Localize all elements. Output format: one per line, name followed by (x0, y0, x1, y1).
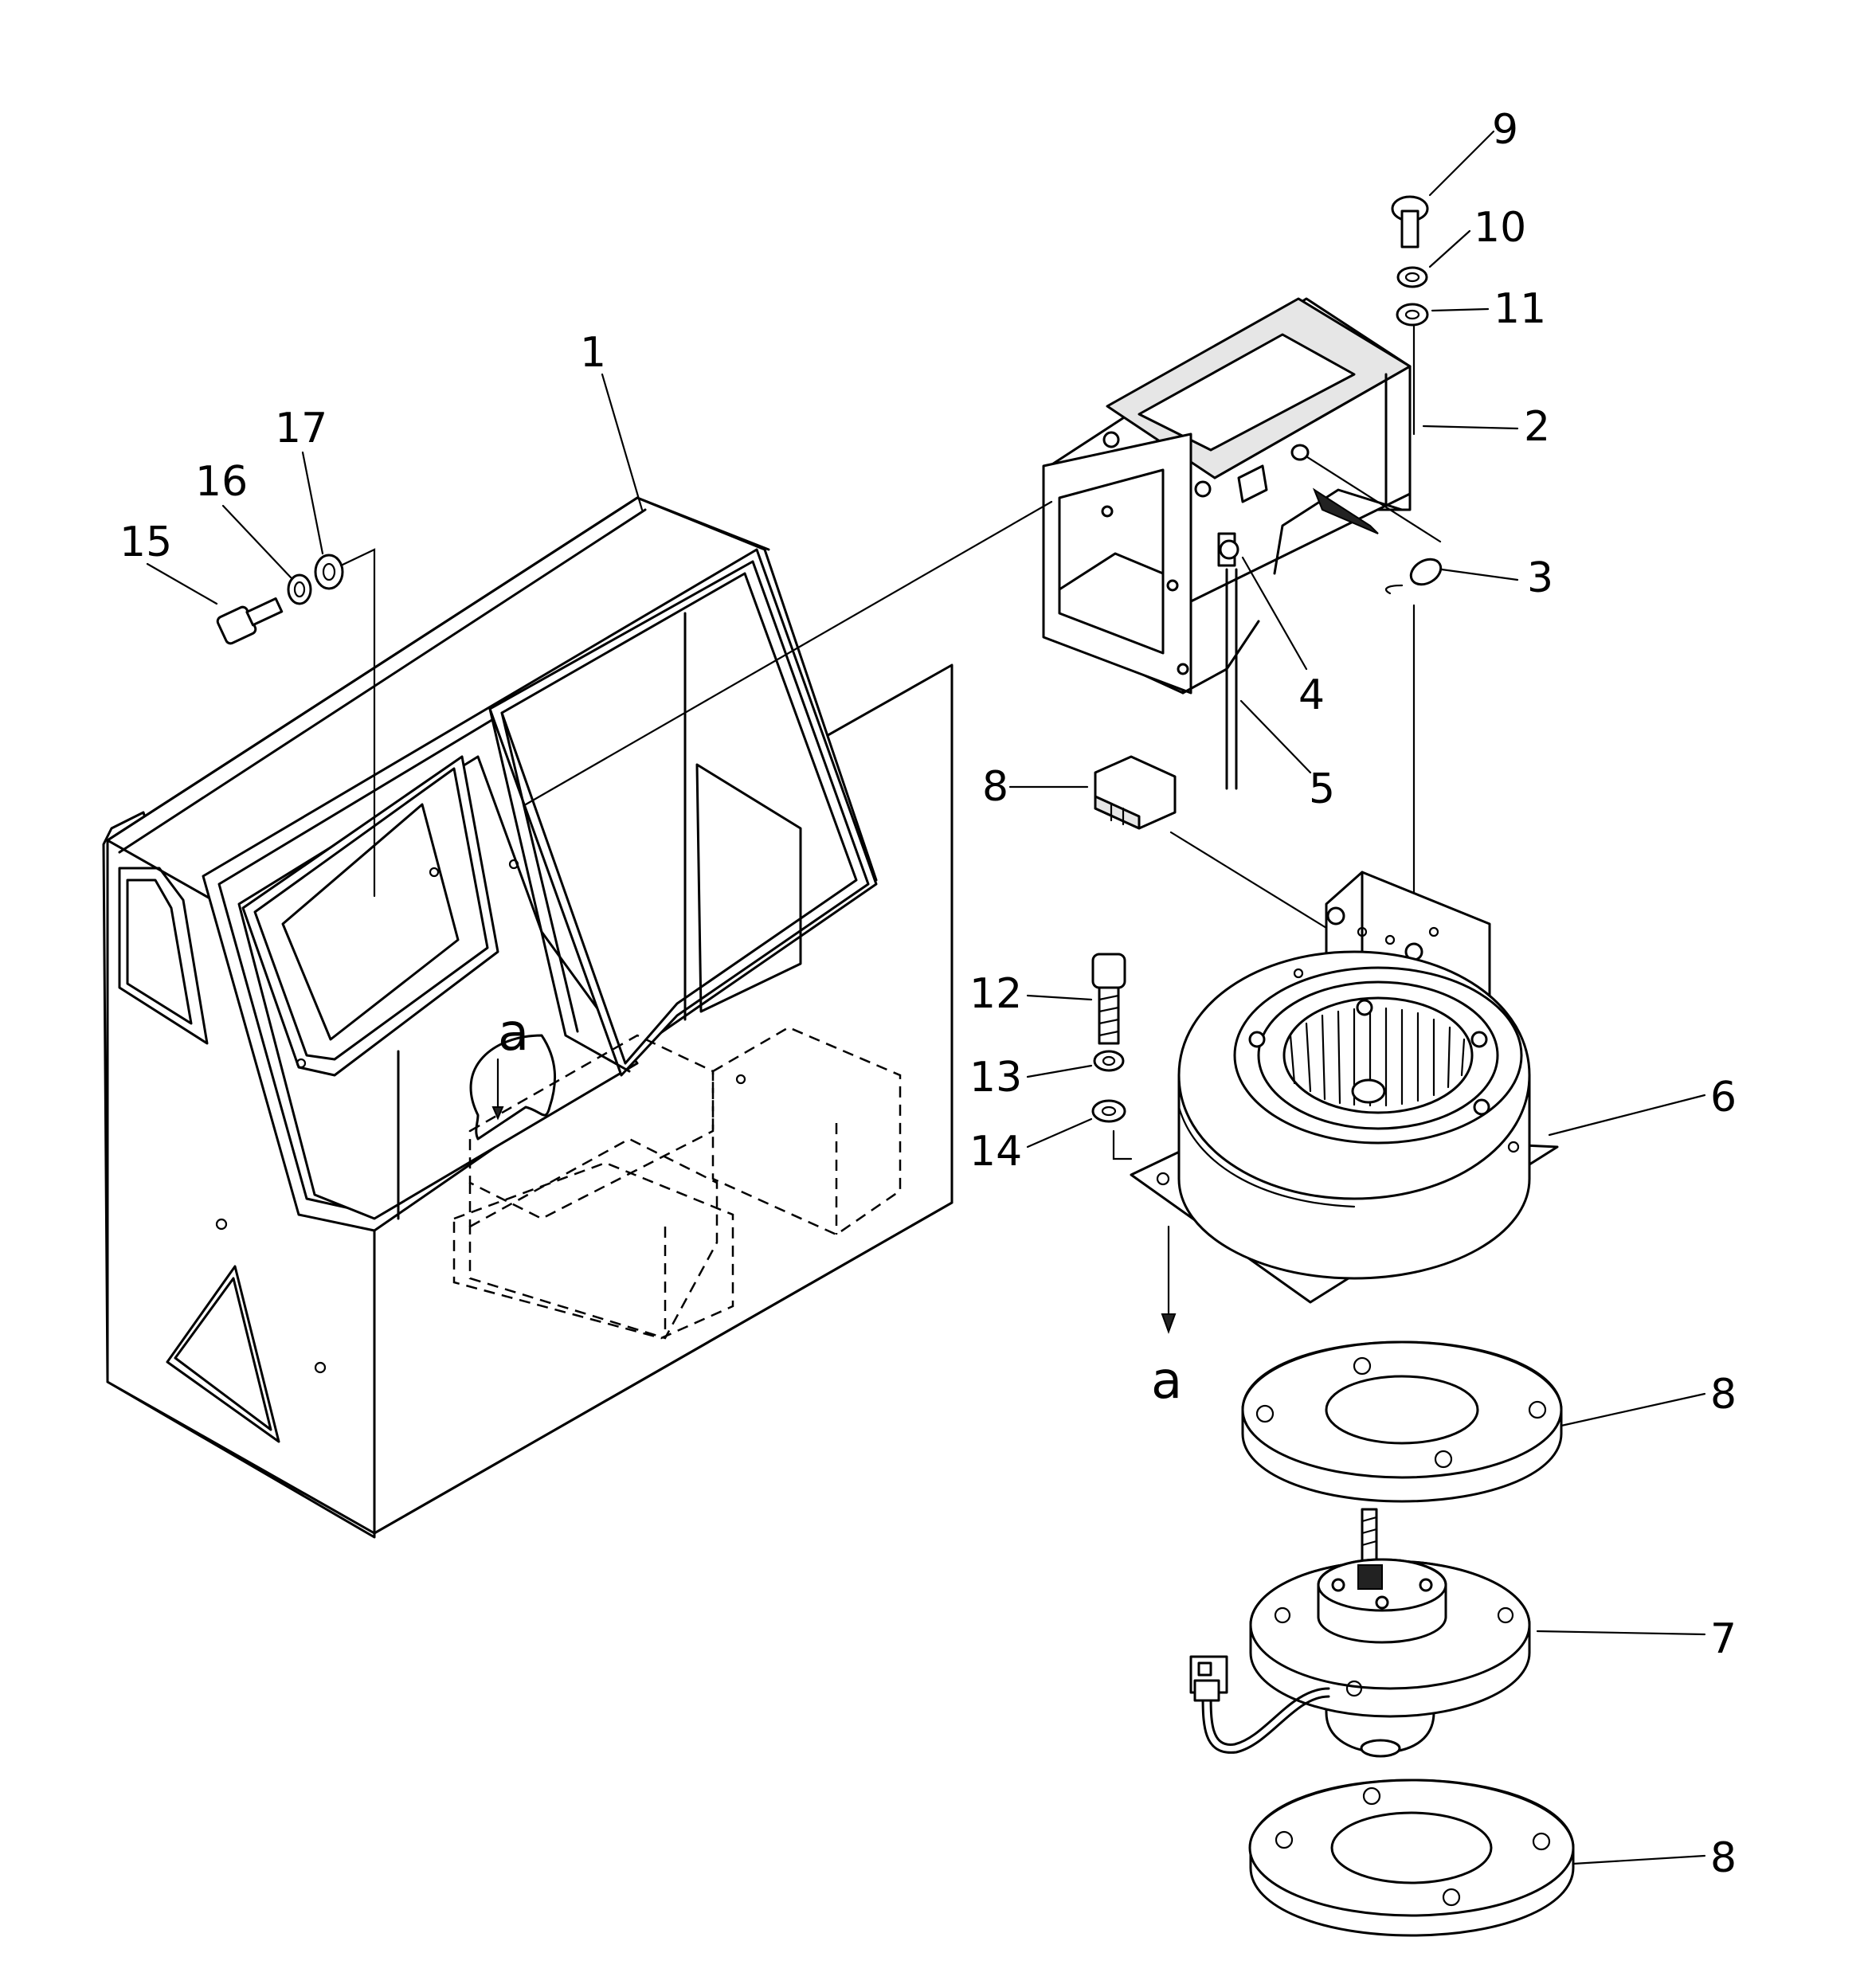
leader-bolt-13-15 (1112, 1129, 1133, 1160)
callout-16-label: 15 (119, 519, 172, 566)
impeller-blades (1289, 1007, 1466, 1107)
callout-9: 8 (982, 763, 1089, 811)
bolt-part-16 (216, 597, 284, 645)
view-mark-a-cabinet: a (498, 1004, 529, 1062)
callout-12: 11 (1431, 285, 1546, 333)
damper-lever-part-4 (1217, 464, 1268, 567)
leader-resistor (1169, 831, 1328, 929)
callout-13-label: 12 (969, 970, 1022, 1018)
callout-10-label: 9 (1492, 106, 1518, 154)
callout-17: 16 (195, 458, 292, 579)
duct-part-2 (1042, 297, 1412, 695)
bolt-part-13 (1091, 953, 1126, 1045)
callout-8-lower-label: 8 (1710, 1834, 1737, 1882)
rod-part-5 (1225, 568, 1238, 790)
callout-2: 2 (1422, 403, 1550, 451)
callout-18: 17 (275, 405, 327, 555)
lock-washer-part-17 (287, 573, 312, 605)
leader-bolt-16-18 (339, 548, 376, 898)
callout-8-upper: 8 (1560, 1371, 1737, 1427)
callout-10: 9 (1428, 106, 1518, 197)
callout-1: 1 (580, 329, 644, 511)
blower-part-6 (1130, 871, 1559, 1304)
callout-7-label: 7 (1710, 1615, 1737, 1663)
callout-12-label: 11 (1494, 285, 1546, 333)
callout-4-label: 4 (1298, 671, 1325, 719)
callout-6-label: 6 (1710, 1074, 1737, 1121)
washer-part-15 (1091, 1099, 1126, 1123)
callout-14: 13 (969, 1054, 1093, 1102)
callout-14-label: 13 (969, 1054, 1022, 1102)
callout-5-label: 5 (1309, 765, 1335, 813)
lock-washer-part-11 (1396, 266, 1428, 288)
gasket-part-8-upper (1241, 1340, 1563, 1503)
callout-11-label: 10 (1474, 204, 1526, 252)
gasket-part-8-lower (1248, 1779, 1575, 1937)
callout-15: 14 (969, 1117, 1093, 1176)
callout-3-label: 3 (1527, 554, 1553, 602)
callout-18-label: 17 (275, 405, 327, 452)
view-mark-a-lower: a (1151, 1352, 1182, 1411)
callout-5: 5 (1239, 699, 1335, 813)
callout-11: 10 (1428, 204, 1526, 268)
callout-9-label: 8 (982, 763, 1008, 811)
washer-part-12 (1396, 303, 1429, 327)
view-arrow-a: a (1151, 1225, 1182, 1411)
callout-2-label: 2 (1524, 403, 1550, 451)
resistor-part-9 (1094, 755, 1177, 830)
leader-cabinet-duct (524, 500, 1053, 806)
callout-6: 6 (1548, 1074, 1737, 1137)
callout-16: 15 (119, 519, 218, 605)
callout-8-upper-label: 8 (1710, 1371, 1737, 1419)
cabinet-part-1 (102, 496, 953, 1539)
clip-part-3 (1290, 444, 1443, 595)
callout-4: 4 (1241, 556, 1325, 719)
washer-part-18 (314, 554, 344, 590)
callout-7: 7 (1536, 1615, 1737, 1663)
callout-13: 12 (969, 970, 1093, 1018)
callout-3: 3 (1440, 554, 1553, 602)
callout-15-label: 14 (969, 1128, 1022, 1176)
callout-17-label: 16 (195, 458, 248, 506)
screw-part-10 (1391, 195, 1429, 248)
lock-washer-part-14 (1093, 1050, 1125, 1072)
callout-1-label: 1 (580, 329, 606, 377)
motor-part-7 (1189, 1508, 1531, 1758)
callout-8-lower: 8 (1572, 1834, 1737, 1882)
